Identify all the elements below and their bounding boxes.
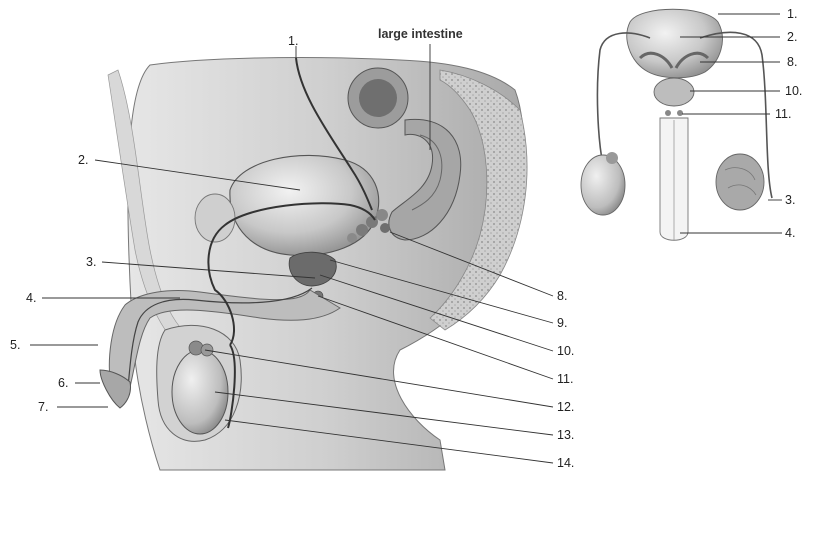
inset-vas-right <box>699 31 773 199</box>
callout-inset-11: 11. <box>775 107 791 121</box>
prostate <box>288 251 337 287</box>
glans <box>99 369 131 409</box>
callout-main-9: 9. <box>557 316 567 330</box>
callout-inset-2: 2. <box>787 30 797 44</box>
callout-inset-4: 4. <box>785 226 795 240</box>
epididymis <box>188 340 214 357</box>
inset-bulbourethral-left <box>665 110 671 116</box>
main-leader-lines <box>30 44 554 464</box>
inset-leader-lines <box>680 13 782 234</box>
callout-inset-3: 3. <box>785 193 795 207</box>
callout-main-12: 12. <box>557 400 574 414</box>
seminal-vesicle <box>347 209 390 243</box>
inset-bulbourethral-right <box>677 110 683 116</box>
spine-sacrum <box>429 69 528 331</box>
urethra <box>127 287 313 389</box>
inset-testis-lobules <box>724 167 757 196</box>
callout-main-5: 5. <box>10 338 20 352</box>
callout-main-14: 14. <box>557 456 574 470</box>
bladder <box>229 154 380 256</box>
callout-inset-8: 8. <box>787 55 797 69</box>
callout-inset-10: 10. <box>785 84 802 98</box>
callout-main-8: 8. <box>557 289 567 303</box>
inset-labels: 1. 2. 8. 10. 11. 3. 4. <box>775 7 802 240</box>
vas-deferens <box>207 202 376 346</box>
callout-main-4: 4. <box>26 291 36 305</box>
sagittal-section <box>99 57 528 471</box>
inset-testis-left <box>580 154 626 216</box>
callout-main-3: 3. <box>86 255 96 269</box>
frontal-inset <box>580 8 773 241</box>
inset-testis-right <box>715 153 765 211</box>
inset-prostate <box>653 77 695 107</box>
callout-large-intestine: large intestine <box>378 27 463 41</box>
callout-main-10: 10. <box>557 344 574 358</box>
callout-main-2: 2. <box>78 153 88 167</box>
main-labels: 1. large intestine 2. 3. 4. 5. 6. 7. 8. … <box>10 27 574 470</box>
ureter <box>295 57 373 211</box>
large-intestine <box>347 67 462 241</box>
callout-main-11: 11. <box>557 372 573 386</box>
inset-bladder <box>626 8 723 79</box>
testis <box>171 349 229 435</box>
callout-main-7: 7. <box>38 400 48 414</box>
callout-main-6: 6. <box>58 376 68 390</box>
callout-main-1: 1. <box>288 34 298 48</box>
inset-vas-left <box>596 32 651 166</box>
callout-main-13: 13. <box>557 428 574 442</box>
inset-epididymis-left <box>606 152 618 164</box>
callout-inset-1: 1. <box>787 7 797 21</box>
inset-seminal-vesicles <box>638 51 710 69</box>
spermatic-cord <box>227 344 236 429</box>
